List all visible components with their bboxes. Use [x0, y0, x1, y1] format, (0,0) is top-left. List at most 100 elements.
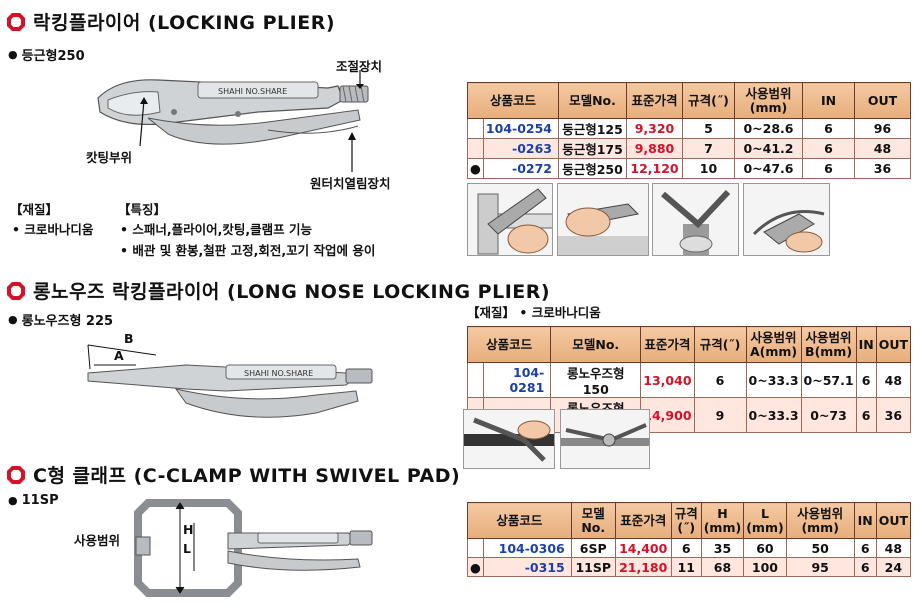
- cell-code: 104-0281: [482, 362, 552, 398]
- cell-in: 6: [802, 158, 855, 179]
- cell-in: 6: [802, 138, 855, 159]
- subtitle-row: ●등근형250: [8, 45, 85, 64]
- cell-l: 100: [743, 557, 787, 577]
- col-header: 상품코드: [467, 502, 572, 539]
- feature-text: 스패너,플라이어,캇팅,클램프 기능: [132, 222, 312, 237]
- cell-price: 12,120: [626, 158, 683, 179]
- cell-in: 6: [802, 118, 855, 139]
- spec-table-long-nose: 상품코드 모델No. 표준가격 규격(˝) 사용범위 A(mm) 사용범위 B(…: [466, 326, 912, 433]
- cell-size: 5: [682, 118, 735, 139]
- table-row: 104-0281 롱노우즈형 150 13,040 6 0~33.3 0~57.…: [467, 362, 912, 398]
- row-bullet: [467, 538, 484, 558]
- row-bullet: ●: [467, 557, 484, 577]
- cell-model: 둥근형175: [558, 138, 627, 159]
- section-title-text: 락킹플라이어 (LOCKING PLIER): [33, 12, 336, 34]
- cell-size: 9: [693, 397, 747, 433]
- table-row: -0263 둥근형175 9,880 7 0~41.2 6 48: [467, 138, 911, 159]
- cell-code: 104-0306: [482, 538, 572, 558]
- label-l: L: [183, 541, 191, 556]
- cell-model: 6SP: [570, 538, 616, 558]
- usage-photo: [467, 183, 553, 256]
- cell-range-b: 0~73: [800, 397, 857, 433]
- table-row: ● -0315 11SP 21,180 11 68 100 95 6 24: [467, 557, 912, 577]
- label-adjuster: 조절장치: [336, 59, 383, 74]
- label-h: H: [183, 522, 194, 537]
- col-header: 사용범위 B(mm): [800, 326, 857, 363]
- subtitle-row: ●11SP: [8, 493, 59, 508]
- long-nose-plier-image: SHAHI NO.SHARE: [87, 344, 373, 418]
- col-header: OUT: [875, 326, 912, 363]
- cell-size: 11: [670, 557, 702, 577]
- col-header: OUT: [875, 502, 912, 539]
- col-header: 모델 No.: [570, 502, 616, 539]
- cell-code: -0272: [482, 158, 560, 179]
- col-header: 상품코드: [466, 326, 552, 363]
- cell-range: 0~41.2: [734, 138, 803, 159]
- col-header: 상품코드: [467, 82, 559, 119]
- col-header: 사용범위 A(mm): [745, 326, 802, 363]
- cell-out: 48: [854, 138, 911, 159]
- cell-code: -0263: [482, 138, 560, 159]
- cell-range-a: 0~33.3: [745, 362, 802, 398]
- col-header: 사용범위 (mm): [785, 502, 855, 539]
- row-bullet: ●: [467, 158, 484, 179]
- cell-in: 6: [855, 362, 877, 398]
- svg-text:SHAHI NO.SHARE: SHAHI NO.SHARE: [218, 87, 287, 96]
- pointer-line: [139, 97, 148, 147]
- section-title-text: C형 클래프 (C-CLAMP WITH SWIVEL PAD): [33, 465, 461, 487]
- cell-range-a: 0~33.3: [745, 397, 802, 433]
- cell-range: 50: [785, 538, 855, 558]
- bullet-dot-icon: ●: [8, 313, 18, 326]
- cell-range: 95: [785, 557, 855, 577]
- col-header: IN: [853, 502, 877, 539]
- cell-out: 24: [875, 557, 912, 577]
- section-title-c-clamp: C형 클래프 (C-CLAMP WITH SWIVEL PAD): [6, 461, 460, 488]
- pointer-line: [348, 132, 356, 172]
- cell-range: 0~47.6: [734, 158, 803, 179]
- material-heading: 【재질】: [10, 202, 59, 217]
- octagon-bullet-icon: [7, 281, 25, 300]
- col-header: H (mm): [700, 502, 745, 539]
- cell-size: 7: [682, 138, 735, 159]
- feature-heading: 【특징】: [118, 202, 167, 217]
- col-header: 표준가격: [640, 326, 695, 363]
- cell-model: 둥근형125: [558, 118, 627, 139]
- octagon-bullet-icon: [7, 465, 25, 484]
- cell-price: 9,320: [626, 118, 683, 139]
- col-header: 규격(˝): [693, 326, 747, 363]
- cell-in: 6: [853, 557, 877, 577]
- product-subtitle: 롱노우즈형 225: [21, 314, 114, 329]
- row-bullet: [467, 118, 484, 139]
- subtitle-row: ●롱노우즈형 225: [8, 310, 113, 329]
- feature-item: • 스패너,플라이어,캇팅,클램프 기능: [120, 222, 312, 237]
- label-a: A: [114, 348, 124, 363]
- section-title-locking-plier: 락킹플라이어 (LOCKING PLIER): [6, 8, 335, 35]
- usage-photo: [463, 409, 555, 469]
- spec-table-c-clamp: 상품코드 모델 No. 표준가격 규격 (˝) H (mm) L (mm) 사용…: [467, 502, 912, 577]
- cell-in: 6: [853, 538, 877, 558]
- col-header: 사용범위 (mm): [734, 82, 803, 119]
- col-header: 규격(˝): [682, 82, 735, 119]
- svg-text:SHAHI NO.SHARE: SHAHI NO.SHARE: [244, 369, 313, 378]
- cell-model: 11SP: [570, 557, 616, 577]
- usage-photo: [652, 183, 739, 256]
- spec-table-locking-plier: 상품코드 모델No. 표준가격 규격(˝) 사용범위 (mm) IN OUT 1…: [467, 82, 911, 179]
- col-header: 모델No.: [558, 82, 627, 119]
- cell-out: 36: [875, 397, 912, 433]
- cell-range: 0~28.6: [734, 118, 803, 139]
- pointer-line: [356, 70, 364, 89]
- section-title-text: 롱노우즈 락킹플라이어 (LONG NOSE LOCKING PLIER): [33, 281, 551, 303]
- label-b: B: [124, 331, 134, 346]
- cell-price: 9,880: [626, 138, 683, 159]
- col-header: 표준가격: [614, 502, 672, 539]
- row-bullet: [467, 138, 484, 159]
- cell-model: 롱노우즈형 150: [550, 362, 642, 398]
- cell-size: 6: [670, 538, 702, 558]
- cell-h: 35: [700, 538, 745, 558]
- product-subtitle: 등근형250: [21, 49, 85, 64]
- material-value: 크로바나디움: [24, 222, 94, 237]
- col-header: IN: [802, 82, 855, 119]
- cell-price: 13,040: [640, 362, 695, 398]
- cell-out: 48: [875, 362, 912, 398]
- table-row: 104-0254 둥근형125 9,320 5 0~28.6 6 96: [467, 118, 911, 139]
